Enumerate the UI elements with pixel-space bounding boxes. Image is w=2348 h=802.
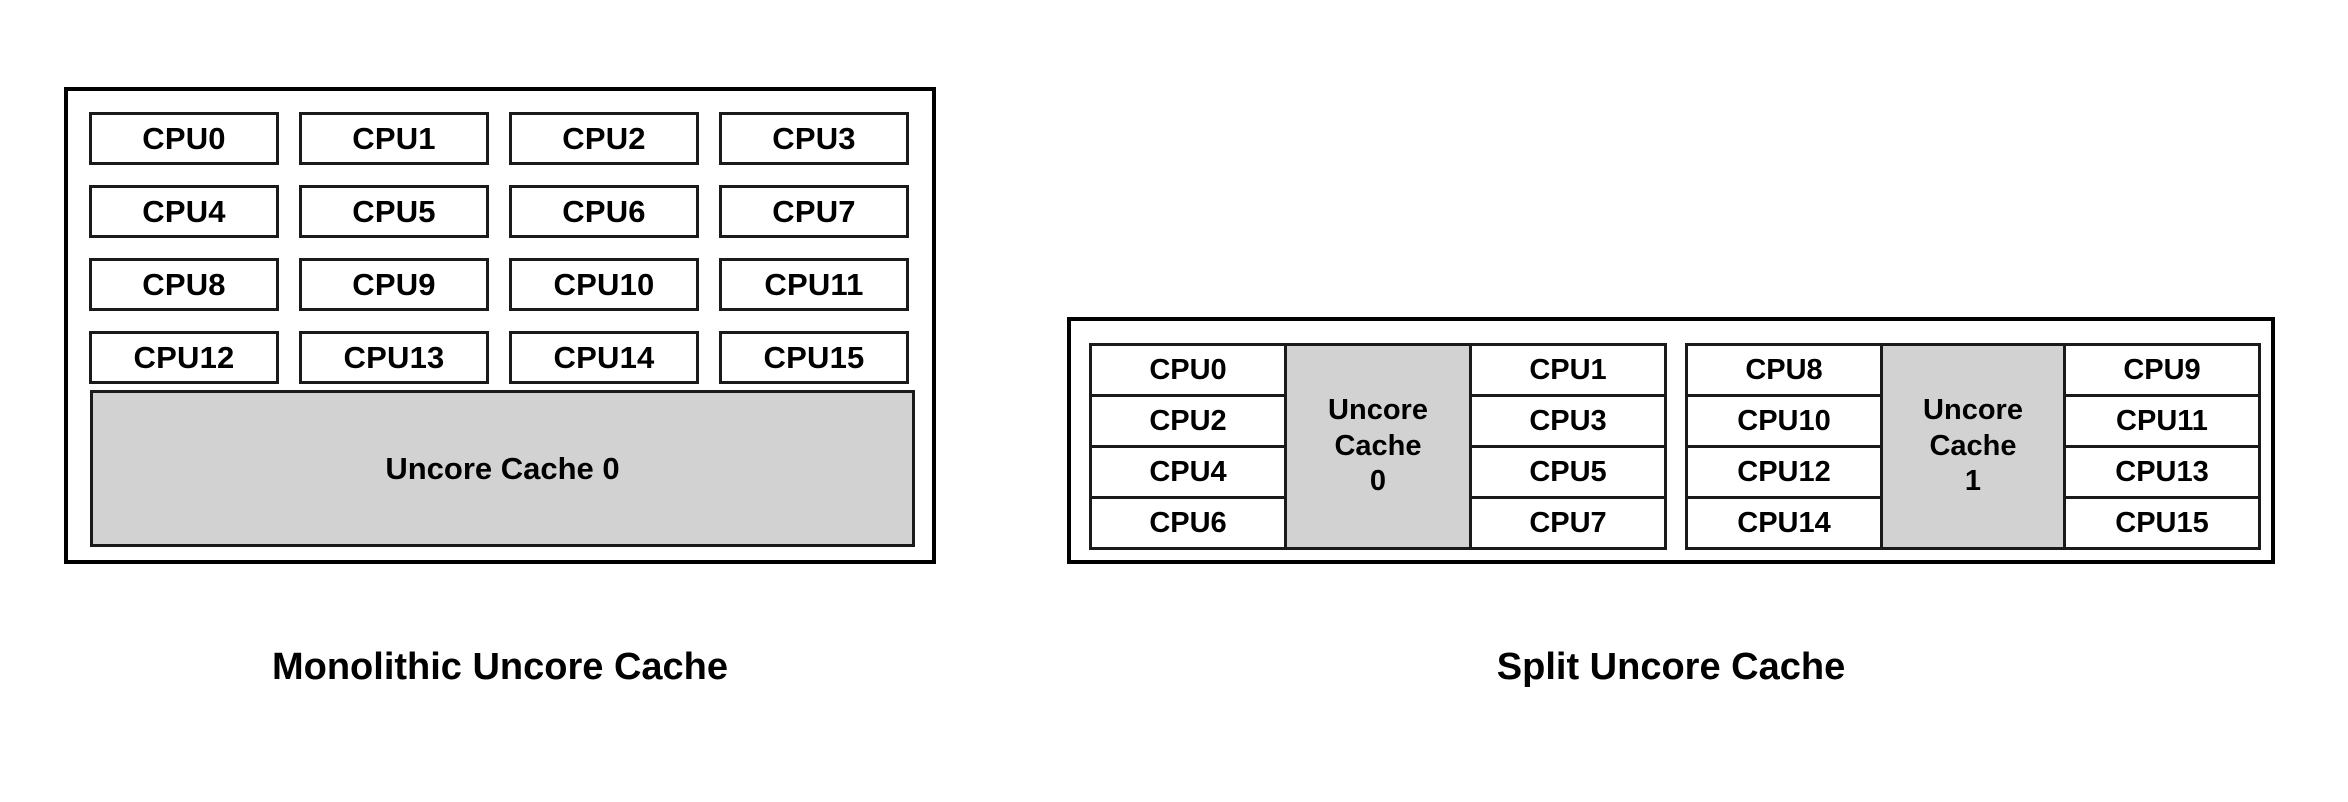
uncore-cache-1-line-3: 1 <box>1964 465 1982 498</box>
cpu-box-cpu13: CPU13 <box>299 331 489 384</box>
uncore-cache-1-line-1: Uncore <box>1923 394 2023 427</box>
cpu-box-cpu5: CPU5 <box>1472 448 1664 499</box>
cpu-box-cpu0: CPU0 <box>89 112 279 165</box>
cpu-box-cpu15: CPU15 <box>719 331 909 384</box>
cpu-box-cpu8: CPU8 <box>1688 346 1880 397</box>
uncore-cache-1-line-2: Cache <box>1929 429 2017 462</box>
cpu-box-cpu5: CPU5 <box>299 185 489 238</box>
cpu-box-cpu13: CPU13 <box>2066 448 2258 499</box>
cpu-box-cpu9: CPU9 <box>2066 346 2258 397</box>
cpu-box-cpu11: CPU11 <box>719 258 909 311</box>
cluster-1-left-cpu-column: CPU8 CPU10 CPU12 CPU14 <box>1688 346 1880 547</box>
cpu-box-cpu0: CPU0 <box>1092 346 1284 397</box>
cpu-box-cpu14: CPU14 <box>509 331 699 384</box>
cpu-box-cpu12: CPU12 <box>89 331 279 384</box>
uncore-cache-0-block: Uncore Cache 0 <box>90 390 915 547</box>
cpu-box-cpu7: CPU7 <box>719 185 909 238</box>
cpu-box-cpu4: CPU4 <box>89 185 279 238</box>
cpu-box-cpu14: CPU14 <box>1688 499 1880 547</box>
cpu-box-cpu3: CPU3 <box>719 112 909 165</box>
cpu-box-cpu1: CPU1 <box>1472 346 1664 397</box>
cluster-0: CPU0 CPU2 CPU4 CPU6 Uncore Cache 0 CPU1 … <box>1089 343 1667 550</box>
cluster-1: CPU8 CPU10 CPU12 CPU14 Uncore Cache 1 CP… <box>1685 343 2261 550</box>
caption-split-uncore-cache: Split Uncore Cache <box>1496 646 1846 688</box>
uncore-cache-1-block: Uncore Cache 1 <box>1880 346 2066 547</box>
cpu-box-cpu6: CPU6 <box>509 185 699 238</box>
uncore-cache-0-line-3: 0 <box>1369 465 1387 498</box>
cpu-box-cpu11: CPU11 <box>2066 397 2258 448</box>
cpu-box-cpu12: CPU12 <box>1688 448 1880 499</box>
cluster-0-right-cpu-column: CPU1 CPU3 CPU5 CPU7 <box>1472 346 1664 547</box>
cpu-box-cpu10: CPU10 <box>509 258 699 311</box>
cpu-box-cpu15: CPU15 <box>2066 499 2258 547</box>
cpu-box-cpu9: CPU9 <box>299 258 489 311</box>
uncore-cache-0-line-2: Cache <box>1334 429 1422 462</box>
uncore-cache-0-line-1: Uncore <box>1328 394 1428 427</box>
cluster-0-left-cpu-column: CPU0 CPU2 CPU4 CPU6 <box>1092 346 1284 547</box>
monolithic-uncore-cache-diagram: CPU0 CPU1 CPU2 CPU3 CPU4 CPU5 CPU6 CPU7 … <box>64 87 936 564</box>
cpu-box-cpu3: CPU3 <box>1472 397 1664 448</box>
cluster-1-right-cpu-column: CPU9 CPU11 CPU13 CPU15 <box>2066 346 2258 547</box>
cpu-box-cpu1: CPU1 <box>299 112 489 165</box>
cpu-box-cpu2: CPU2 <box>509 112 699 165</box>
cpu-box-cpu6: CPU6 <box>1092 499 1284 547</box>
cpu-box-cpu2: CPU2 <box>1092 397 1284 448</box>
split-uncore-cache-diagram: CPU0 CPU2 CPU4 CPU6 Uncore Cache 0 CPU1 … <box>1067 317 2275 564</box>
cpu-box-cpu10: CPU10 <box>1688 397 1880 448</box>
cpu-box-cpu7: CPU7 <box>1472 499 1664 547</box>
caption-monolithic-uncore-cache: Monolithic Uncore Cache <box>271 646 729 688</box>
cpu-box-cpu8: CPU8 <box>89 258 279 311</box>
cpu-box-cpu4: CPU4 <box>1092 448 1284 499</box>
uncore-cache-0-block: Uncore Cache 0 <box>1284 346 1472 547</box>
